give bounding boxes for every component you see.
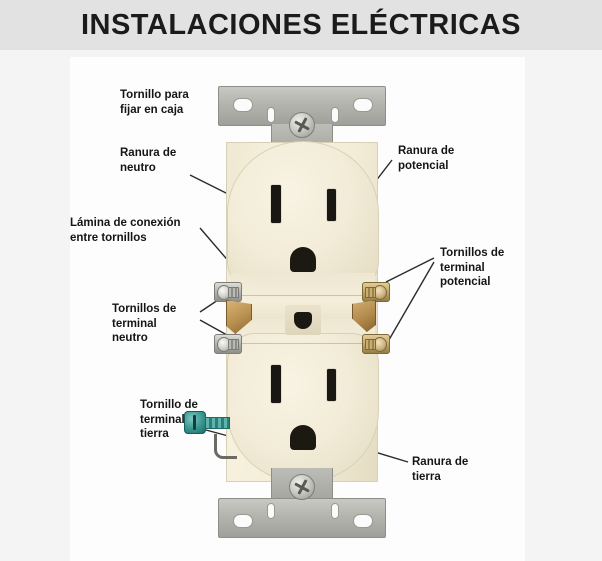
ground-slot-upper [290, 247, 316, 272]
hot-slot-lower [327, 369, 336, 401]
label-tornillos-terminal-potencial: Tornillos de terminal potencial [440, 247, 505, 288]
mounting-screw-bottom [289, 474, 315, 500]
label-tornillo-terminal-tierra: Tornillo de terminal tierra [140, 399, 198, 440]
screw-thread [365, 287, 376, 298]
strap-hole-top-right [353, 98, 373, 112]
header-band: INSTALACIONES ELÉCTRICAS [0, 0, 602, 50]
screw-thread [228, 339, 239, 350]
hot-terminal-screw-lower [362, 334, 390, 354]
receptacle-face-lower [227, 333, 379, 483]
label-ranura-tierra: Ranura de tierra [412, 456, 469, 483]
leader-tornillos-potencial-lower [385, 261, 435, 346]
neutral-slot-lower [271, 365, 281, 403]
body-ridge-lower [241, 343, 365, 344]
body-ridge-upper [241, 295, 365, 296]
ground-slot-lower [290, 425, 316, 450]
hot-terminal-screw-upper [362, 282, 390, 302]
ground-screw-shaft [205, 417, 230, 429]
page-title: INSTALACIONES ELÉCTRICAS [80, 8, 522, 41]
label-tornillos-terminal-neutro: Tornillos de terminal neutro [112, 303, 177, 344]
strap-slot-top-left [267, 107, 275, 123]
label-tornillo-fijar-caja: Tornillo para fijar en caja [120, 89, 189, 116]
strap-slot-top-right [331, 107, 339, 123]
mounting-screw-top [289, 112, 315, 138]
neutral-terminal-screw-lower [214, 334, 242, 354]
hot-slot-upper [327, 189, 336, 221]
neutral-slot-upper [271, 185, 281, 223]
break-off-tab [285, 305, 321, 335]
break-off-tab-hole [294, 312, 312, 329]
mounting-strap-bottom [218, 498, 386, 538]
ground-screw-slot [193, 415, 196, 430]
label-lamina-conexion: Lámina de conexión entre tornillos [70, 217, 181, 244]
strap-slot-bottom-right [331, 503, 339, 519]
duplex-receptacle [184, 86, 390, 538]
strap-hole-bottom-left [233, 514, 253, 528]
ground-wire-hook [214, 434, 237, 459]
screw-thread [365, 339, 376, 350]
screw-thread [228, 287, 239, 298]
label-ranura-neutro: Ranura de neutro [120, 147, 177, 174]
strap-hole-bottom-right [353, 514, 373, 528]
label-ranura-potencial: Ranura de potencial [398, 145, 455, 172]
strap-slot-bottom-left [267, 503, 275, 519]
strap-hole-top-left [233, 98, 253, 112]
ground-terminal-screw [184, 410, 230, 436]
neutral-terminal-screw-upper [214, 282, 242, 302]
leader-tornillos-potencial-upper [385, 257, 435, 283]
